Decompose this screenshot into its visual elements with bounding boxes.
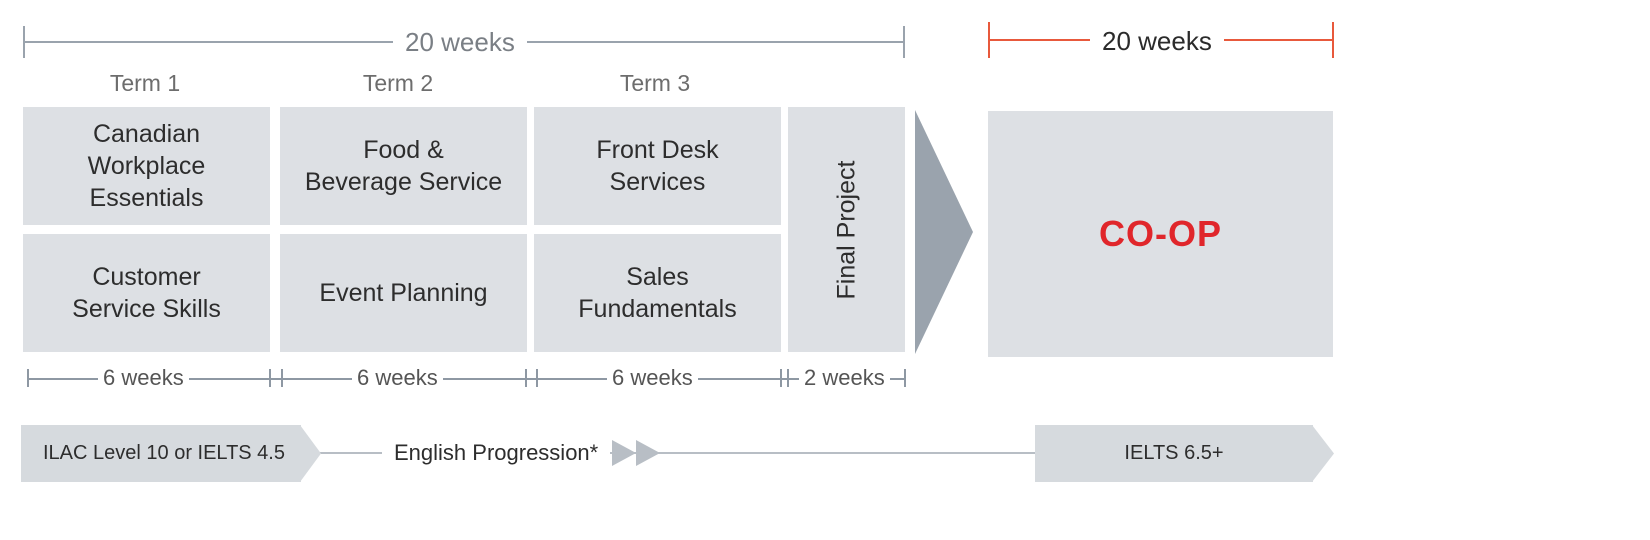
term-3-duration: 6 weeks xyxy=(607,366,698,390)
term-2-duration: 6 weeks xyxy=(352,366,443,390)
term-1-duration: 6 weeks xyxy=(98,366,189,390)
final-project-box: Final Project xyxy=(788,107,905,352)
term-2-label: Term 2 xyxy=(362,70,434,96)
course-front-desk-services: Front Desk Services xyxy=(534,107,781,225)
final-project-duration: 2 weeks xyxy=(799,366,890,390)
coop-span-label: 20 weeks xyxy=(1090,26,1224,56)
english-start-tag: ILAC Level 10 or IELTS 4.5 xyxy=(21,425,301,482)
english-progression-label: English Progression* xyxy=(382,440,611,466)
english-end-label: IELTS 6.5+ xyxy=(1124,442,1224,464)
english-end-tag-point xyxy=(1312,425,1334,482)
double-chevron-icon xyxy=(612,440,660,466)
term-1-label: Term 1 xyxy=(109,70,181,96)
course-canadian-workplace-essentials: Canadian Workplace Essentials xyxy=(23,107,270,225)
course-event-planning: Event Planning xyxy=(280,234,527,352)
english-start-tag-point xyxy=(300,425,321,482)
course-sales-fundamentals: Sales Fundamentals xyxy=(534,234,781,352)
english-start-label: ILAC Level 10 or IELTS 4.5 xyxy=(43,442,285,464)
course-food-beverage-service: Food & Beverage Service xyxy=(280,107,527,225)
final-project-label: Final Project xyxy=(832,160,861,299)
coop-box: CO-OP xyxy=(988,111,1333,357)
term-3-label: Term 3 xyxy=(619,70,691,96)
study-span-label: 20 weeks xyxy=(393,27,527,57)
phase-arrow-icon xyxy=(915,110,973,354)
course-customer-service-skills: Customer Service Skills xyxy=(23,234,270,352)
english-end-tag: IELTS 6.5+ xyxy=(1035,425,1313,482)
coop-label: CO-OP xyxy=(1098,213,1222,254)
